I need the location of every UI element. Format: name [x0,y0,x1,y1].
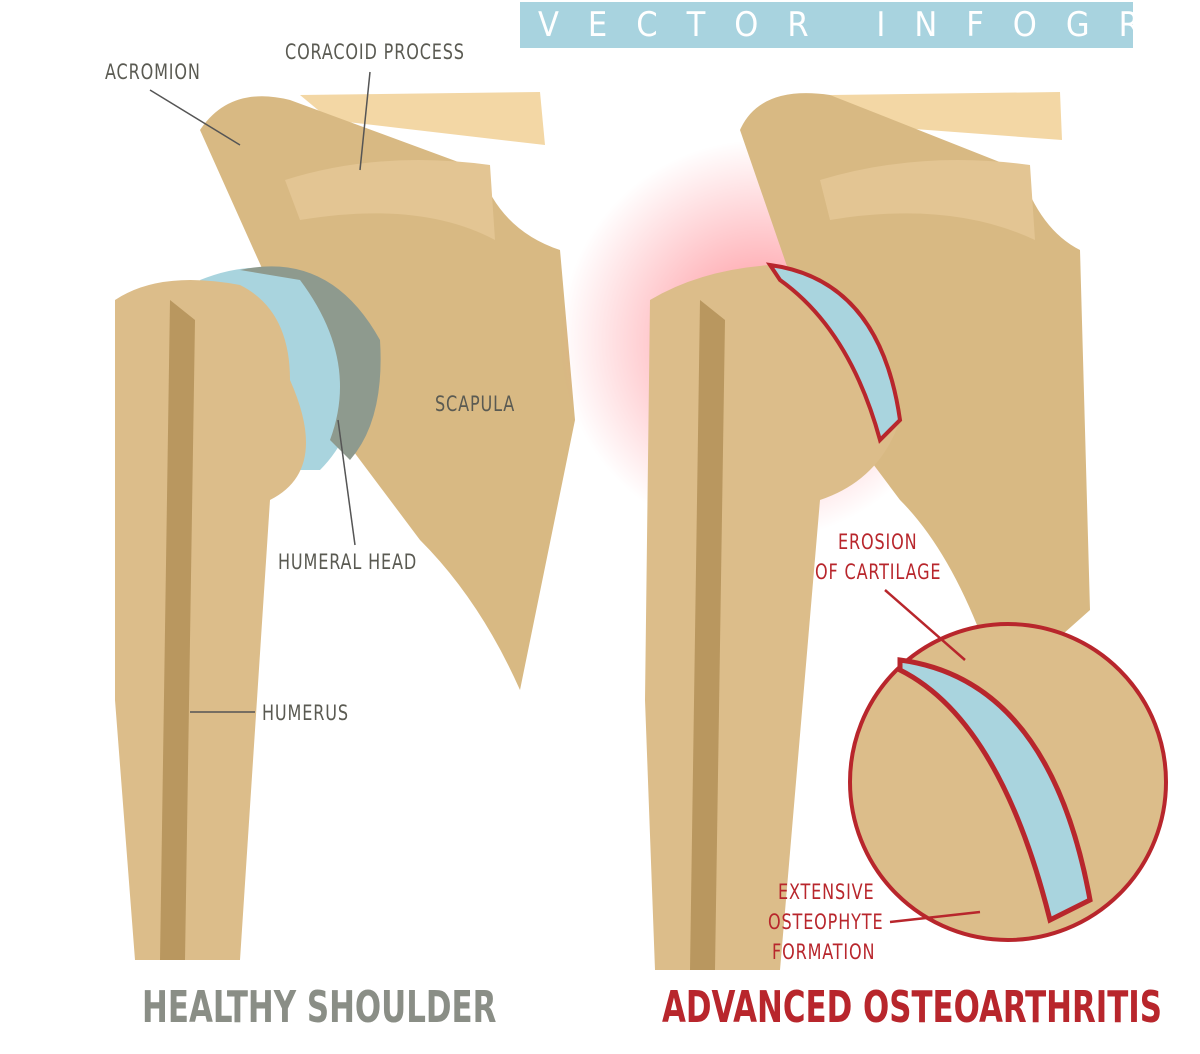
humerus [115,280,306,960]
arthritis-shoulder-illustration [560,92,1090,970]
label-humerus: HUMERUS [262,701,349,725]
label-osteophyte-line2: OSTEOPHYTE [768,910,884,934]
label-osteophyte-line3: FORMATION [772,940,876,964]
healthy-shoulder-illustration [115,92,575,960]
label-humeral-head: HUMERAL HEAD [278,550,418,574]
coracoid [285,160,495,240]
label-erosion-line1: EROSION [838,530,918,554]
label-acromion: ACROMION [105,60,201,84]
clavicle [830,92,1062,140]
glenoid-rim [240,266,381,460]
label-erosion-line2: OF CARTILAGE [815,560,942,584]
title-healthy-shoulder: HEALTHY SHOULDER [142,982,497,1033]
scapula [740,93,1090,690]
scapula [200,96,575,690]
label-osteophyte-line1: EXTENSIVE [778,880,875,904]
coracoid [820,160,1035,240]
label-scapula: SCAPULA [435,392,516,416]
label-coracoid-process: CORACOID PROCESS [285,40,465,64]
damaged-cartilage [765,262,903,444]
banner: VECTOR INFOGRAPHIC [520,2,1133,48]
clavicle [300,92,545,145]
magnified-view [848,622,1168,942]
title-advanced-osteoarthritis: ADVANCED OSTEOARTHRITIS [662,982,1163,1033]
